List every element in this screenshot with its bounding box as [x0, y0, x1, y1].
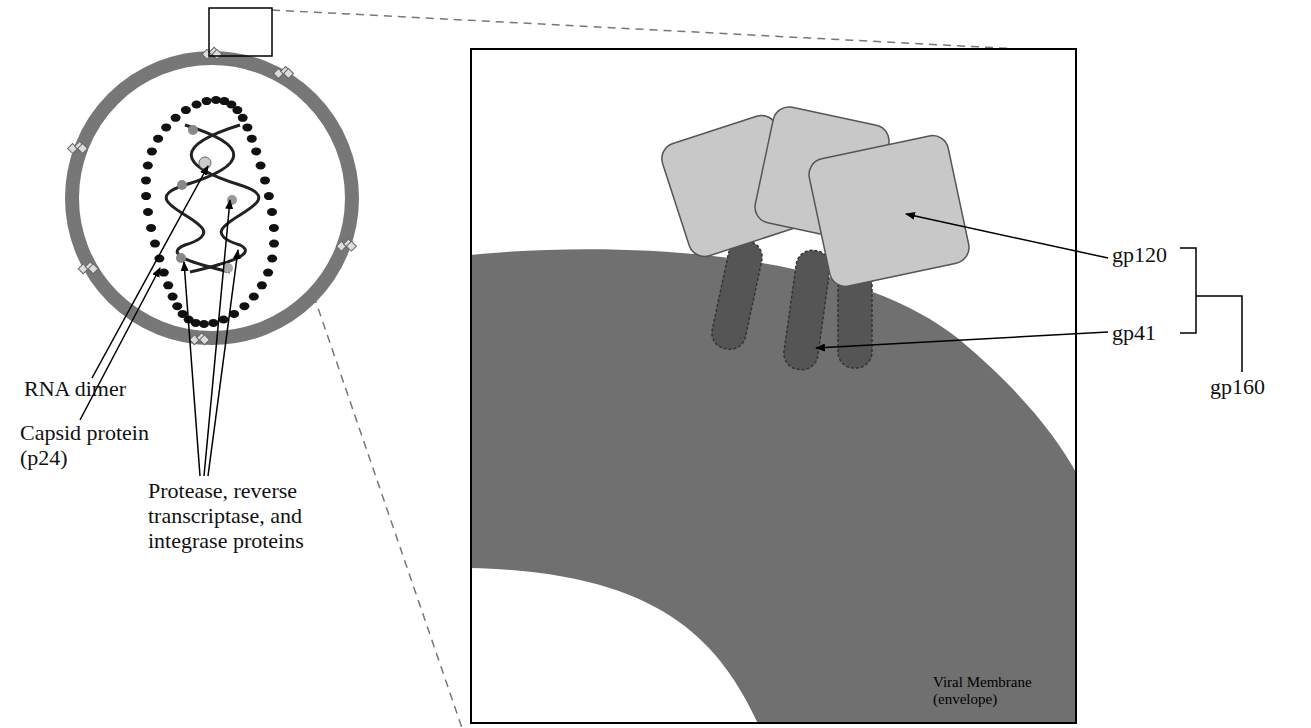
capsid-dot [249, 293, 259, 301]
capsid-dot [257, 281, 267, 289]
capsid-dot [159, 269, 169, 277]
capsid-dot [263, 269, 273, 277]
spike-marker [200, 335, 210, 345]
capsid-dot [192, 101, 202, 109]
capsid-dot [232, 106, 242, 114]
capsid-dot [171, 114, 181, 122]
capsid-dot [247, 135, 257, 143]
protein-label: gp160 [1210, 374, 1265, 399]
capsid-dot [141, 192, 151, 200]
protein-label: gp120 [1112, 242, 1167, 267]
capsid-dot [146, 224, 156, 232]
capsid-dot [168, 293, 178, 301]
rna-helix [166, 125, 259, 272]
capsid-dot [181, 106, 191, 114]
spike-marker [284, 69, 294, 79]
capsid-dot [161, 123, 171, 131]
capsid-dot [141, 176, 151, 184]
capsid-dot [264, 192, 274, 200]
capsid-dot [269, 224, 279, 232]
capsid-dot [238, 114, 248, 122]
protein-label: gp41 [1112, 320, 1156, 345]
capsid-dot [153, 135, 163, 143]
capsid-dot [269, 240, 279, 248]
capsid-dot [267, 255, 277, 263]
capsid-dot [267, 208, 277, 216]
part-label: Capsid protein (p24) [20, 420, 185, 470]
capsid-dot [150, 240, 160, 248]
viral-membrane [471, 249, 1076, 723]
envelope-spikes [68, 47, 357, 345]
part-label: RNA dimer [24, 376, 126, 401]
capsid-dot [163, 281, 173, 289]
capsid-dot [143, 162, 153, 170]
capsid-dot [260, 176, 270, 184]
capsid-dot [178, 310, 188, 318]
gp120-subunits [658, 104, 972, 289]
spike-marker [78, 143, 88, 153]
capsid-dots [141, 96, 279, 328]
capsid-dot [147, 147, 157, 155]
spike-marker [88, 264, 98, 274]
capsid-dot [219, 316, 229, 324]
enzyme-dots [176, 125, 237, 273]
part-label: Protease, reverse transcriptase, and int… [148, 478, 348, 553]
capsid-dot [239, 302, 249, 310]
zoom-panel: Viral Membrane (envelope) [470, 48, 1077, 724]
capsid-dot [202, 97, 212, 105]
capsid-dot [143, 208, 153, 216]
viral-envelope [72, 58, 352, 338]
capsid-dot [251, 147, 261, 155]
callout-lines [816, 214, 1242, 372]
capsid-dot [172, 302, 182, 310]
spike-marker [212, 49, 222, 59]
membrane-zoom [471, 104, 1076, 723]
panel-caption: Viral Membrane (envelope) [933, 674, 1053, 708]
spike-marker [346, 241, 356, 251]
zoom-line [272, 10, 1020, 49]
zoom-box [209, 8, 272, 56]
capsid-dot [208, 319, 218, 327]
capsid-dot [242, 123, 252, 131]
capsid-dot [256, 162, 266, 170]
